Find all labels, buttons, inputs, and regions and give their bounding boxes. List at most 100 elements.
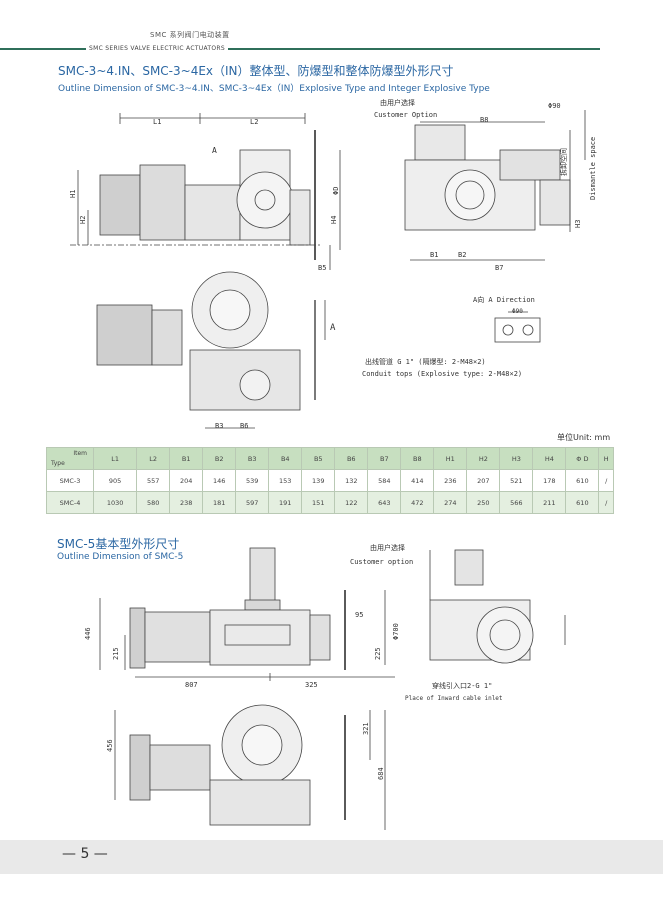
section2-drawing: 446 215 807 325 95 225 Φ700 由用户选择 Custom… [84, 543, 566, 830]
table-cell: 181 [202, 491, 237, 514]
dim-B8-label: B8 [480, 116, 488, 124]
smc5-front-view [99, 547, 395, 681]
table-cell: 146 [202, 469, 237, 492]
col-header: B4 [268, 447, 303, 470]
table-cell: 211 [532, 491, 567, 514]
dim-321-label: 321 [362, 722, 370, 735]
dim-95-label: 95 [355, 611, 363, 619]
dim-phi700-label: Φ700 [392, 623, 400, 640]
header-series-cn: SMC 系列阀门电动装置 [150, 31, 230, 39]
header-rule [0, 48, 600, 50]
conduit-cn: 出线管道 G 1" (隔爆型: 2-M48×2) [365, 357, 486, 366]
col-header: B7 [367, 447, 402, 470]
smc5-conduit-cn: 穿线引入口2-G 1" [432, 681, 492, 690]
dim-215-label: 215 [112, 647, 120, 660]
dim-B3-label: B3 [215, 422, 223, 430]
table-row: SMC-4 1030 580 238 181 597 191 151 122 6… [46, 491, 614, 514]
col-header: H4 [532, 447, 567, 470]
dim-456-label: 456 [106, 739, 114, 752]
dim-B6-label: B6 [240, 422, 248, 430]
section1-title-en: Outline Dimension of SMC-3~4.IN、SMC-3~4E… [58, 84, 490, 94]
dismantle-en: Dismantle space [589, 137, 597, 200]
corner-type: Type [51, 460, 65, 467]
dim-B2-label: B2 [458, 251, 466, 259]
table-cell: 274 [433, 491, 468, 514]
customer-option-cn: 由用户选择 [380, 98, 415, 107]
conduit-en: Conduit tops (Explosive type: 2-M48×2) [362, 370, 522, 378]
col-header: B8 [400, 447, 435, 470]
dim-H2-label: H2 [79, 216, 87, 224]
header-series-en: SMC SERIES VALVE ELECTRIC ACTUATORS [86, 45, 229, 52]
table-cell: 557 [136, 469, 171, 492]
table-cell: 521 [499, 469, 534, 492]
col-header: H1 [433, 447, 468, 470]
table-cell: 153 [268, 469, 303, 492]
table-corner-cell: Item Type [46, 447, 94, 470]
table-cell: / [598, 469, 614, 492]
col-header: B3 [235, 447, 270, 470]
dismantle-cn: 拆卸空间 [559, 148, 568, 176]
table-cell: 250 [466, 491, 501, 514]
a-direction-label: A向 A Direction [473, 295, 535, 304]
col-header: B1 [169, 447, 204, 470]
a-direction-dim: Φ90 [512, 308, 523, 315]
table-cell: 151 [301, 491, 336, 514]
side-view [404, 110, 586, 261]
col-header: B5 [301, 447, 336, 470]
dim-A-label: A [212, 146, 217, 155]
front-view [70, 113, 341, 270]
dim-446-label: 446 [84, 627, 92, 640]
section2-title-en: Outline Dimension of SMC-5 [57, 552, 184, 562]
col-header: H [598, 447, 614, 470]
table-cell: 1030 [92, 491, 138, 514]
table-cell: / [598, 491, 614, 514]
dim-B5-label: B5 [318, 264, 326, 272]
table-cell: 132 [334, 469, 369, 492]
section1-title-cn: SMC-3~4.IN、SMC-3~4Ex（IN）整体型、防爆型和整体防爆型外形尺… [58, 64, 454, 78]
table-cell: 580 [136, 491, 171, 514]
customer-option-en: Customer Option [374, 111, 437, 119]
col-header: L1 [92, 447, 138, 470]
dim-H1-label: H1 [69, 190, 77, 198]
dim-B1-label: B1 [430, 251, 438, 259]
table-row: SMC-3 905 557 204 146 539 153 139 132 58… [46, 469, 614, 492]
smc5-conduit-en: Place of Inward cable inlet [405, 695, 503, 702]
smc5-side-view [429, 549, 566, 664]
a-direction-detail [494, 311, 541, 343]
table-cell: 584 [367, 469, 402, 492]
smc5-customer-cn: 由用户选择 [370, 543, 405, 552]
dim-phi90-label: Φ90 [548, 102, 561, 110]
table-cell: 236 [433, 469, 468, 492]
dim-L2-label: L2 [250, 118, 258, 126]
footer-band [0, 840, 663, 874]
table-cell: 414 [400, 469, 435, 492]
top-A-label: A [330, 323, 336, 333]
table-cell: 597 [235, 491, 270, 514]
table-cell: 122 [334, 491, 369, 514]
page-number: — 5 — [62, 846, 108, 862]
dim-H3-label: H3 [574, 220, 582, 228]
dim-L1-label: L1 [153, 118, 161, 126]
top-view [96, 271, 326, 429]
smc5-top-view [114, 704, 386, 830]
corner-item: Item [73, 450, 87, 457]
section1-drawing: L1 L2 H1 H2 ΦD H4 B5 A 由用户选择 Customer Op… [69, 98, 597, 430]
table-header-row: Item Type L1 L2 B1 B2 B3 B4 B5 B6 B7 B8 … [46, 447, 614, 470]
dim-325-label: 325 [305, 681, 318, 689]
dim-225-label: 225 [374, 647, 382, 660]
row-type: SMC-4 [46, 491, 94, 514]
table-cell: 643 [367, 491, 402, 514]
dim-684-label: 684 [377, 767, 385, 780]
dim-B7-label: B7 [495, 264, 503, 272]
dimension-table: Item Type L1 L2 B1 B2 B3 B4 B5 B6 B7 B8 … [46, 447, 614, 514]
table-cell: 566 [499, 491, 534, 514]
section2-title-cn: SMC-5基本型外形尺寸 [57, 537, 180, 551]
unit-label: 单位Unit: mm [557, 433, 611, 442]
table-cell: 472 [400, 491, 435, 514]
dim-H-label: H4 [330, 216, 338, 224]
smc5-customer-en: Customer option [350, 558, 413, 566]
dim-807-label: 807 [185, 681, 198, 689]
dim-phiD-label: ΦD [332, 187, 340, 195]
table-cell: 610 [565, 491, 600, 514]
col-header: B2 [202, 447, 237, 470]
